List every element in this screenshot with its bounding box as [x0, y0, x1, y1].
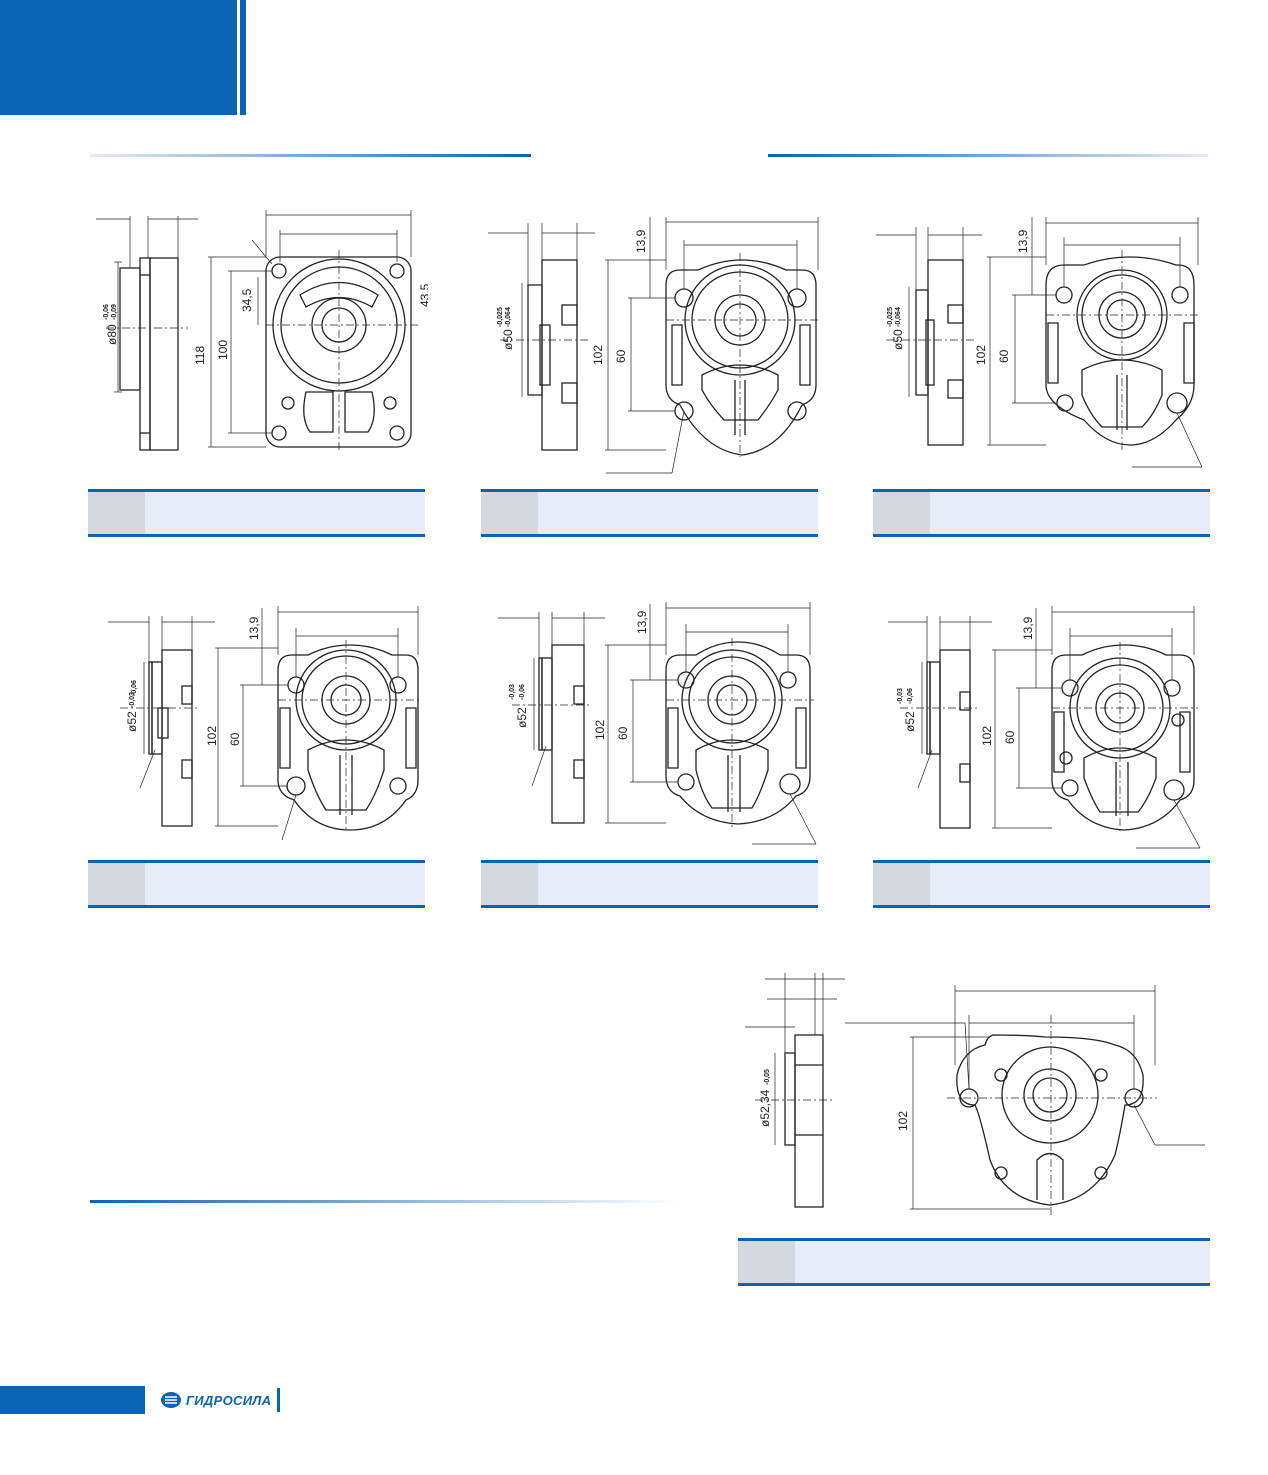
drawing-flange-5: ø52 -0,03 -0,06 102 60 13,9	[498, 602, 817, 845]
dim-diameter-tol-top: -0,025	[497, 307, 504, 327]
caption-bar-6	[873, 860, 1210, 908]
section-rule-left	[90, 154, 531, 157]
dim-top-offset: 13,9	[1021, 616, 1035, 640]
caption-code-1	[88, 492, 145, 534]
header-corner-stripe	[240, 0, 246, 115]
dim-height-outer: 118	[193, 346, 207, 365]
dim-height-inner: 60	[228, 732, 242, 746]
brand-logo-icon	[161, 1392, 181, 1408]
dim-height-outer: 102	[591, 345, 605, 365]
caption-code-7	[738, 1241, 795, 1283]
caption-bar-7	[738, 1238, 1210, 1286]
dim-diameter-tol-bot: -0,06	[131, 680, 138, 696]
dim-offset-b: 43,5	[418, 283, 428, 307]
dim-diameter-tol-top: -0,03	[129, 692, 136, 708]
dim-height-outer: 102	[974, 345, 988, 365]
caption-bar-4	[88, 860, 425, 908]
section-rule-bottom	[90, 1200, 680, 1203]
caption-code-5	[481, 863, 538, 905]
dim-diameter-tol-bot: -0,06	[519, 684, 526, 700]
dim-diameter: ø52	[903, 711, 917, 732]
dim-height-outer: 102	[593, 720, 607, 740]
dim-diameter-tol-bot: -0,09	[111, 304, 118, 320]
dim-diameter-tol: -0,05	[764, 1069, 771, 1085]
dim-top-offset: 13,9	[1016, 229, 1030, 253]
drawing-flange-4: ø52 -0,03 -0,06 102 60 13,9	[108, 606, 422, 841]
dim-diameter: ø52	[125, 711, 139, 732]
dim-diameter-tol-top: -0,03	[897, 688, 904, 704]
caption-code-2	[481, 492, 538, 534]
dim-height-inner: 60	[614, 349, 628, 363]
dim-diameter-tol-top: -0,03	[509, 684, 516, 700]
dim-height-outer: 102	[980, 726, 994, 746]
dim-top-offset: 13,9	[635, 610, 649, 634]
caption-bar-2	[481, 489, 818, 537]
dim-diameter: ø52	[515, 707, 529, 728]
section-rule-right	[768, 154, 1208, 157]
brand-logo[interactable]: ГИДРОСИЛА	[160, 1386, 281, 1414]
caption-code-3	[873, 492, 930, 534]
header-corner-block	[0, 0, 237, 115]
dim-diameter: ø50	[891, 329, 905, 350]
dim-height-inner: 60	[616, 726, 630, 740]
drawing-flange-3: ø50 -0,025 -0,064 102 60 13,9	[876, 217, 1203, 468]
drawing-flange-1: ø80 -0,06 -0,09 118 100 34,5 43,5	[96, 210, 428, 452]
dim-top-offset: 13,9	[634, 229, 648, 253]
dim-diameter-tol-bot: -0,06	[907, 688, 914, 704]
dim-top-offset: 13,9	[247, 616, 261, 640]
dim-height-inner: 60	[1003, 730, 1017, 744]
caption-code-4	[88, 863, 145, 905]
dim-diameter: ø80	[105, 324, 119, 345]
caption-bar-3	[873, 489, 1210, 537]
drawing-flange-6: ø52 -0,03 -0,06 102 60 13,9	[888, 606, 1201, 849]
dim-height-inner: 100	[216, 340, 230, 360]
dim-height-inner: 60	[997, 349, 1011, 363]
dim-diameter-tol-top: -0,06	[103, 304, 110, 320]
drawing-flange-7: ø52,34 -0,05 102	[745, 973, 1205, 1215]
brand-name: ГИДРОСИЛА	[186, 1392, 272, 1408]
dim-diameter-tol-top: -0,025	[887, 307, 894, 327]
drawing-flange-2: ø50 -0,025 -0,064 102 60 13,9	[488, 217, 819, 474]
dim-height-outer: 102	[896, 1111, 910, 1131]
footer-bar	[0, 1386, 145, 1414]
dim-height-outer: 102	[205, 726, 219, 746]
dim-diameter: ø52,34	[758, 1089, 772, 1127]
dim-diameter: ø50	[501, 329, 515, 350]
dim-offset-a: 34,5	[240, 288, 254, 312]
caption-bar-5	[481, 860, 818, 908]
dim-diameter-tol-bot: -0,064	[505, 307, 512, 327]
caption-code-6	[873, 863, 930, 905]
dim-diameter-tol-bot: -0,064	[895, 307, 902, 327]
brand-separator	[277, 1388, 281, 1412]
caption-bar-1	[88, 489, 425, 537]
